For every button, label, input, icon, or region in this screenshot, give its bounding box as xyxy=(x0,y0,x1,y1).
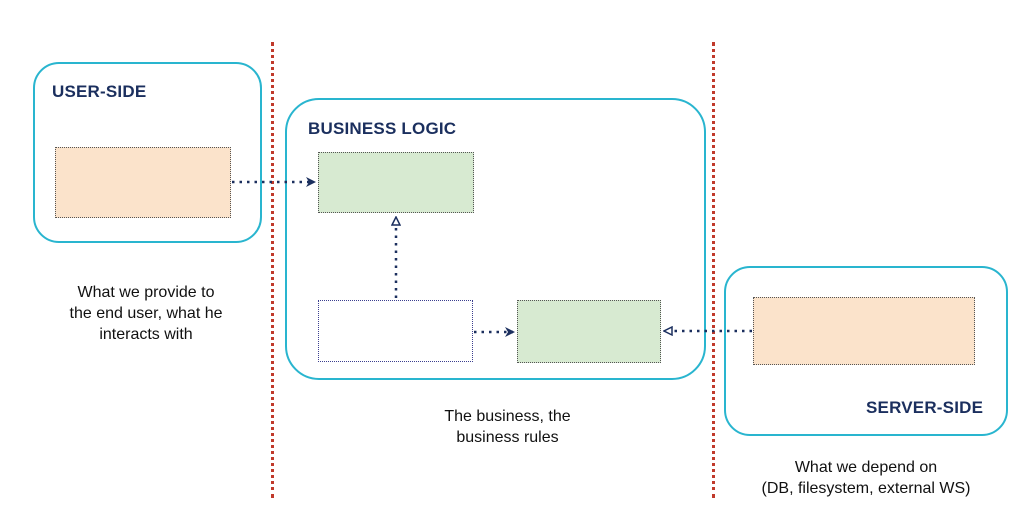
caption-line: interacts with xyxy=(99,326,193,343)
caption-line: (DB, filesystem, external WS) xyxy=(761,480,971,497)
user-side-caption: What we provide to the end user, what he… xyxy=(30,282,262,345)
caption-line: What we provide to xyxy=(77,284,215,301)
server-side-component-box xyxy=(753,297,975,365)
server-side-caption: What we depend on (DB, filesystem, exter… xyxy=(735,457,997,499)
user-side-component-box xyxy=(55,147,231,218)
caption-line: business rules xyxy=(456,429,559,446)
business-logic-white-box xyxy=(318,300,473,362)
caption-line: What we depend on xyxy=(794,459,938,476)
business-logic-caption: The business, the business rules xyxy=(395,406,620,448)
user-side-title: USER-SIDE xyxy=(52,82,147,101)
caption-line: the end user, what he xyxy=(69,305,223,322)
business-logic-top-box xyxy=(318,152,474,213)
business-logic-title: BUSINESS LOGIC xyxy=(308,119,457,138)
server-side-title: SERVER-SIDE xyxy=(866,398,984,417)
divider-line-right xyxy=(712,42,715,498)
business-logic-right-box xyxy=(517,300,661,363)
caption-line: The business, the xyxy=(444,408,571,425)
divider-line-left xyxy=(271,42,274,498)
